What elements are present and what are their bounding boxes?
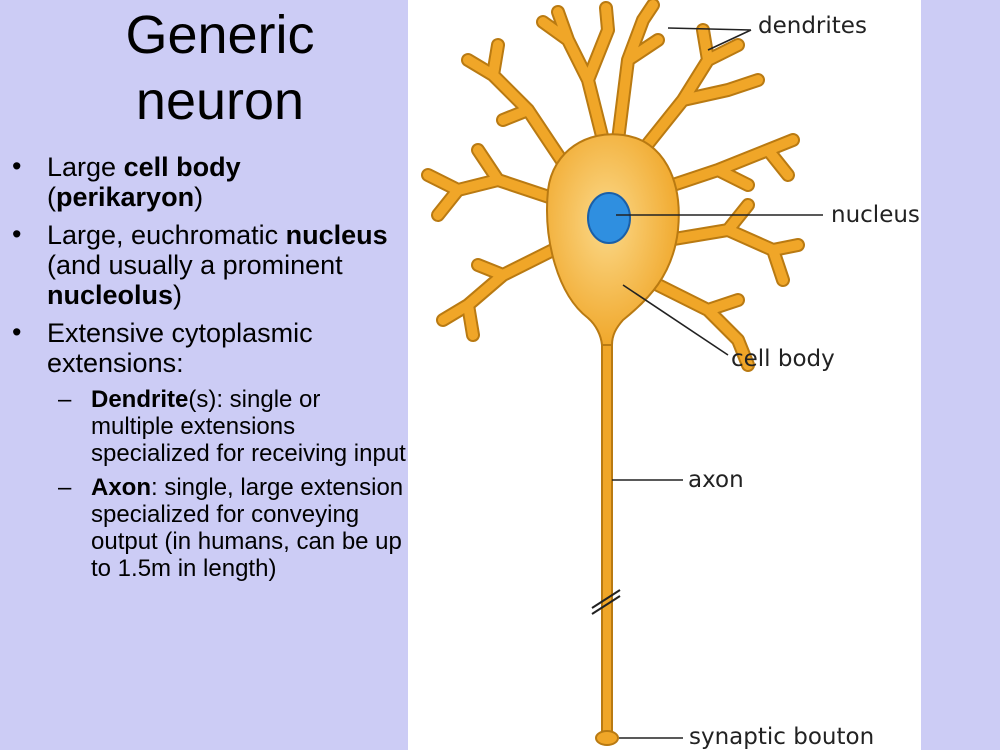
leader-cell-body <box>622 284 729 356</box>
bullet-marker: • <box>12 219 22 249</box>
leader-lines <box>612 27 823 739</box>
slide-title: Generic neuron <box>40 2 400 134</box>
text: ) <box>173 280 183 310</box>
bold-text: cell body <box>123 152 241 182</box>
bullet-marker: • <box>12 151 22 181</box>
bullet-extensions: • Extensive cytoplasmic extensions: <box>12 317 407 378</box>
dendrite-fill <box>423 0 803 370</box>
neuron-diagram-panel: dendrites nucleus cell body axon synapti… <box>408 0 921 750</box>
bullet-nucleus: • Large, euchromatic nucleus (and usuall… <box>12 219 407 310</box>
bold-text: Axon <box>91 474 151 501</box>
bullet-marker: • <box>12 317 22 347</box>
sub-bullet-marker: – <box>58 474 72 501</box>
text: ( <box>47 182 56 212</box>
bold-text: nucleolus <box>47 280 174 310</box>
bold-text: Dendrite <box>91 386 189 413</box>
nucleus <box>587 192 631 244</box>
label-synaptic-bouton: synaptic bouton <box>689 724 874 750</box>
text: ) <box>194 182 204 212</box>
text: : single, large extension specialized fo… <box>91 474 404 582</box>
text: Large <box>47 152 124 182</box>
axon-break-mark <box>591 595 621 615</box>
synaptic-bouton <box>595 730 619 746</box>
sub-bullet-axon: – Axon: single, large extension speciali… <box>12 474 407 582</box>
sub-bullet-dendrite: – Dendrite(s): single or multiple extens… <box>12 386 407 467</box>
label-cell-body: cell body <box>731 346 835 372</box>
text: (s): single or multiple extensions speci… <box>91 386 406 467</box>
bullet-list: • Large cell body (perikaryon) • Large, … <box>12 151 407 589</box>
sub-bullet-marker: – <box>58 386 72 413</box>
axon <box>601 329 613 741</box>
dendrites-group <box>421 0 805 372</box>
bullet-cell-body: • Large cell body (perikaryon) <box>12 151 407 212</box>
title-line-1: Generic <box>125 5 315 65</box>
label-nucleus: nucleus <box>831 202 920 228</box>
leader-dendrites <box>667 27 752 51</box>
text: Extensive cytoplasmic extensions: <box>47 318 313 378</box>
neuron-diagram: dendrites nucleus cell body axon synapti… <box>421 0 920 750</box>
title-line-2: neuron <box>135 71 305 131</box>
text: (and usually a prominent <box>47 250 343 280</box>
label-dendrites: dendrites <box>758 13 867 39</box>
axon-break-mark <box>591 589 621 609</box>
text: Large, euchromatic <box>47 220 286 250</box>
bold-text: nucleus <box>285 220 388 250</box>
sub-bullet-list: – Dendrite(s): single or multiple extens… <box>12 386 407 582</box>
label-axon: axon <box>688 467 744 493</box>
bold-text: perikaryon <box>56 182 195 212</box>
